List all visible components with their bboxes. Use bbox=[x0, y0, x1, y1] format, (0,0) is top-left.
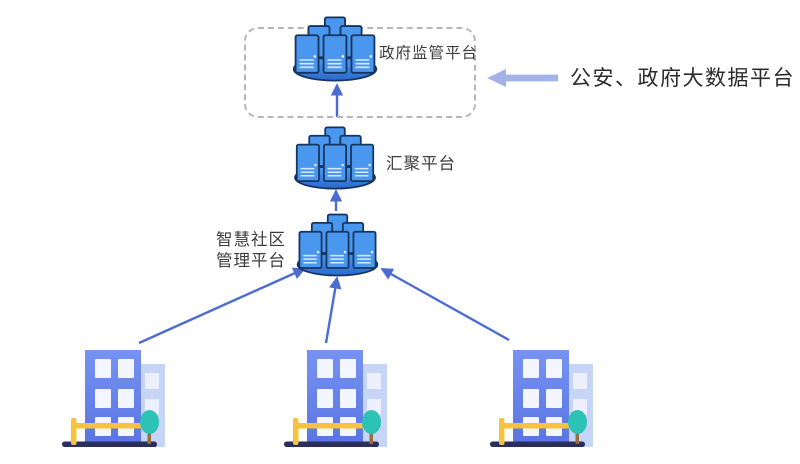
edge-building1-to-community bbox=[138, 267, 306, 345]
thick-left-arrow-icon bbox=[487, 69, 558, 87]
community-building-2 bbox=[284, 347, 390, 449]
community-platform-label-line1: 智慧社区 bbox=[216, 231, 286, 249]
server-cluster-icon bbox=[295, 213, 380, 277]
server-cluster-icon bbox=[292, 126, 378, 190]
community-platform-label: 智慧社区 管理平台 bbox=[210, 230, 292, 272]
hub-platform-label: 汇聚平台 bbox=[386, 155, 456, 173]
gov-platform-node bbox=[291, 16, 379, 82]
building-icon bbox=[62, 347, 168, 449]
server-cluster-icon bbox=[291, 16, 379, 82]
building-icon bbox=[490, 347, 596, 449]
building-icon bbox=[284, 347, 390, 449]
gov-platform-label: 政府监管平台 bbox=[379, 45, 479, 62]
community-building-1 bbox=[62, 347, 168, 449]
community-building-3 bbox=[490, 347, 596, 449]
external-platform-label: 公安、政府大数据平台 bbox=[570, 67, 795, 90]
community-platform-label-line2: 管理平台 bbox=[216, 252, 286, 270]
edge-building3-to-community bbox=[380, 267, 510, 342]
hub-platform-node bbox=[292, 126, 378, 190]
edge-building2-to-community bbox=[324, 276, 342, 344]
community-platform-node bbox=[295, 213, 380, 277]
